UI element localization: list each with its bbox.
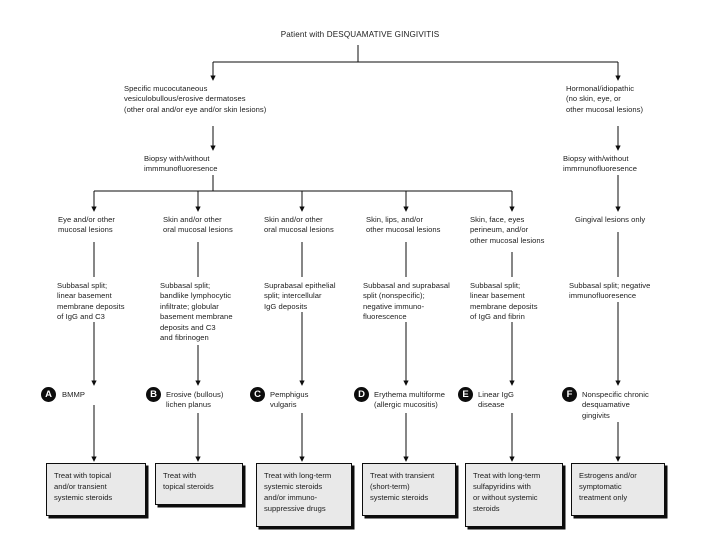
lesions-column-a: Eye and/or other mucosal lesions xyxy=(58,215,115,235)
lesions-column-b: Skin and/or other oral mucosal lesions xyxy=(163,215,233,235)
treatment-box-a[interactable]: Treat with topical and/or transient syst… xyxy=(46,463,146,516)
histology-column-e: Subbasal split; linear basement membrane… xyxy=(470,281,538,322)
diagnosis-column-c: Pemphigus vulgaris xyxy=(270,390,309,410)
bullet-letter-b: B xyxy=(146,387,161,402)
diagnosis-column-d: Erythema multiforme (allergic mucositis) xyxy=(374,390,445,410)
diagnosis-column-f: Nonspecific chronic desquamative gingivi… xyxy=(582,390,649,420)
lesions-column-c: Skin and/or other oral mucosal lesions xyxy=(264,215,334,235)
treatment-box-b[interactable]: Treat with topical steroids xyxy=(155,463,243,505)
bullet-letter-a: A xyxy=(41,387,56,402)
root-node-label: Patient with DESQUAMATIVE GINGIVITIS xyxy=(280,30,440,39)
branch-label-hormonal-idiopathic: Hormonal/idiopathic (no skin, eye, or ot… xyxy=(566,84,644,114)
bullet-letter-e: E xyxy=(458,387,473,402)
treatment-box-d[interactable]: Treat with transient (short-term) system… xyxy=(362,463,456,516)
biopsy-node-left: Biopsy with/without immmunofluoresence xyxy=(144,154,218,174)
treatment-box-f[interactable]: Estrogens and/or symptomatic treatment o… xyxy=(571,463,665,516)
lesions-column-f: Gingival lesions only xyxy=(575,215,646,224)
bullet-letter-c: C xyxy=(250,387,265,402)
bullet-letter-f: F xyxy=(562,387,577,402)
histology-column-d: Subbasal and suprabasal split (nonspecif… xyxy=(363,281,450,322)
lesions-column-d: Skin, lips, and/or other mucosal lesions xyxy=(366,215,441,235)
diagnosis-column-a: BMMP xyxy=(62,390,85,399)
diagnosis-column-b: Erosive (bullous) lichen planus xyxy=(166,390,224,410)
branch-label-specific-mucocutaneous: Specific mucocutaneous vesiculobullous/e… xyxy=(124,84,267,114)
bullet-letter-d: D xyxy=(354,387,369,402)
histology-column-b: Subbasal split; bandlike lymphocytic inf… xyxy=(160,281,233,343)
histology-column-c: Suprabasal epithelial split; intercellul… xyxy=(264,281,336,311)
treatment-box-c[interactable]: Treat with long-term systemic steroids a… xyxy=(256,463,352,527)
diagnosis-column-e: Linear IgG disease xyxy=(478,390,514,410)
histology-column-a: Subbasal split; linear basement membrane… xyxy=(57,281,125,322)
histology-column-f: Subbasal split; negative immunofluoresen… xyxy=(569,281,651,301)
treatment-box-e[interactable]: Treat with long-term sulfapyridins with … xyxy=(465,463,563,527)
lesions-column-e: Skin, face, eyes perineum, and/or other … xyxy=(470,215,545,245)
biopsy-node-right: Biopsy with/without immrnunofluoresence xyxy=(563,154,637,174)
